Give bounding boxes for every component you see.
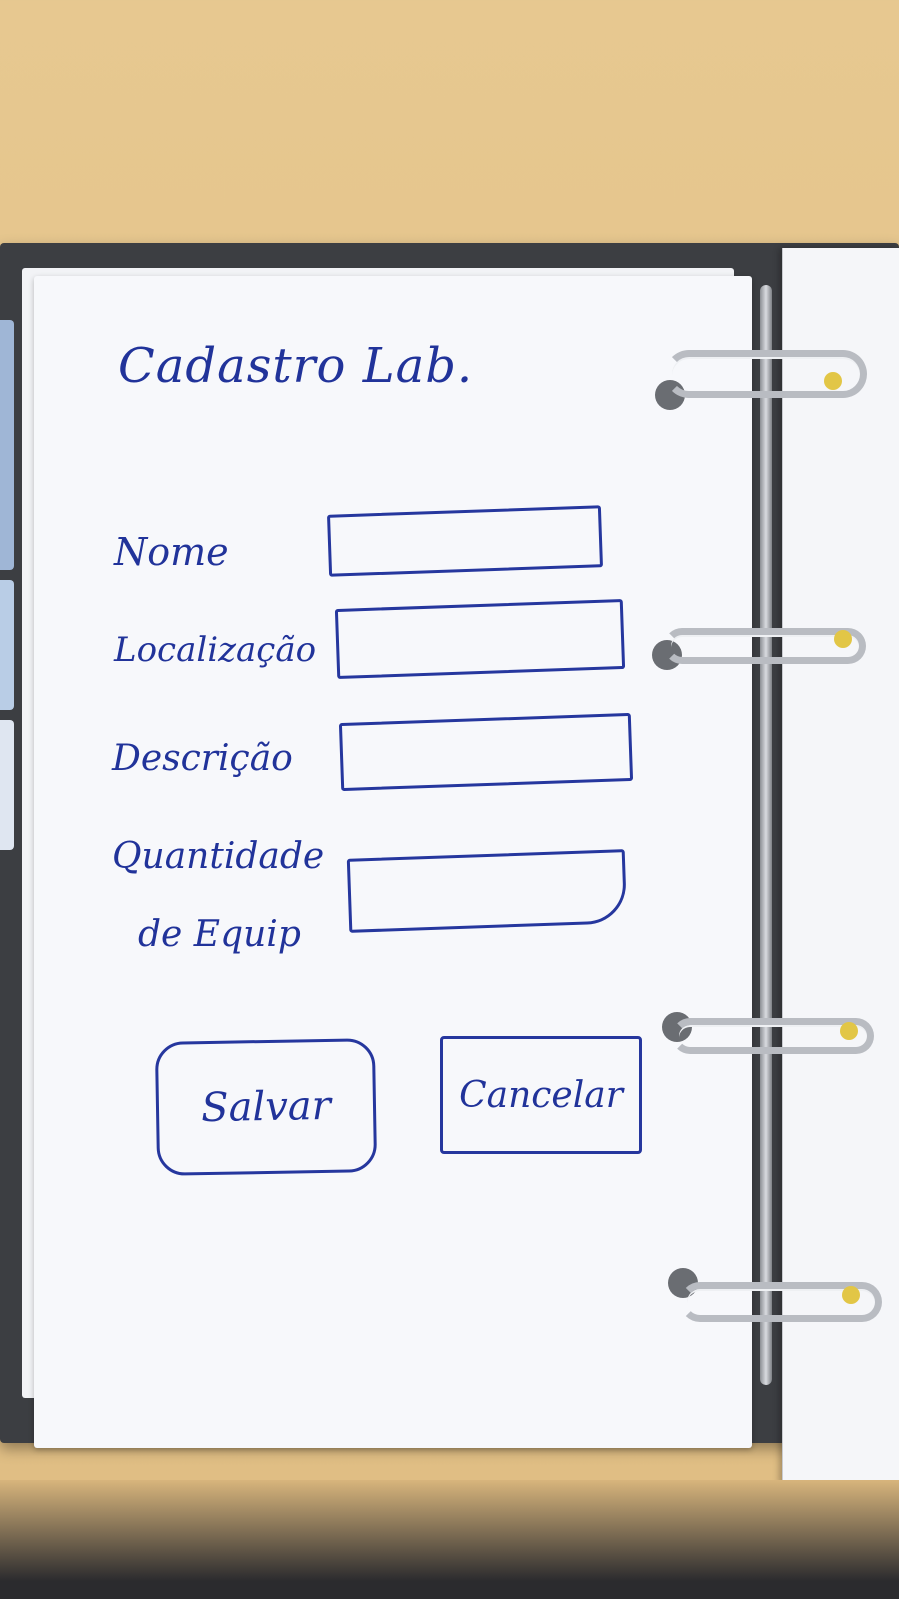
ring-latch-icon: [834, 630, 852, 648]
binder-ring: [672, 1018, 874, 1054]
binder-ring: [664, 628, 866, 664]
ring-latch-icon: [824, 372, 842, 390]
sketch-page: [34, 276, 752, 1448]
field-label-localizacao: Localização: [114, 630, 317, 670]
divider-tab-white: [0, 720, 14, 850]
divider-tab-blue: [0, 320, 14, 570]
localizacao-input-box[interactable]: [334, 598, 626, 680]
binder-ring: [680, 1282, 882, 1322]
descricao-input-box[interactable]: [338, 712, 634, 792]
right-page-stack: [782, 248, 899, 1484]
form-title: Cadastro Lab.: [118, 338, 474, 394]
ring-latch-icon: [842, 1286, 860, 1304]
field-label-nome: Nome: [114, 530, 229, 574]
save-button[interactable]: Salvar: [154, 1038, 378, 1176]
divider-tab-light: [0, 580, 14, 710]
field-label-de-equip: de Equip: [138, 914, 301, 955]
cancel-button[interactable]: Cancelar: [440, 1036, 642, 1154]
ring-latch-icon: [840, 1022, 858, 1040]
quantidade-input-box[interactable]: [346, 849, 628, 933]
field-label-descricao: Descrição: [112, 738, 293, 779]
binder-ring: [665, 350, 867, 398]
field-label-quantidade: Quantidade: [112, 836, 325, 877]
binder-spine-bar: [760, 285, 772, 1385]
table-edge: [0, 1480, 899, 1599]
nome-input-box[interactable]: [327, 505, 603, 577]
